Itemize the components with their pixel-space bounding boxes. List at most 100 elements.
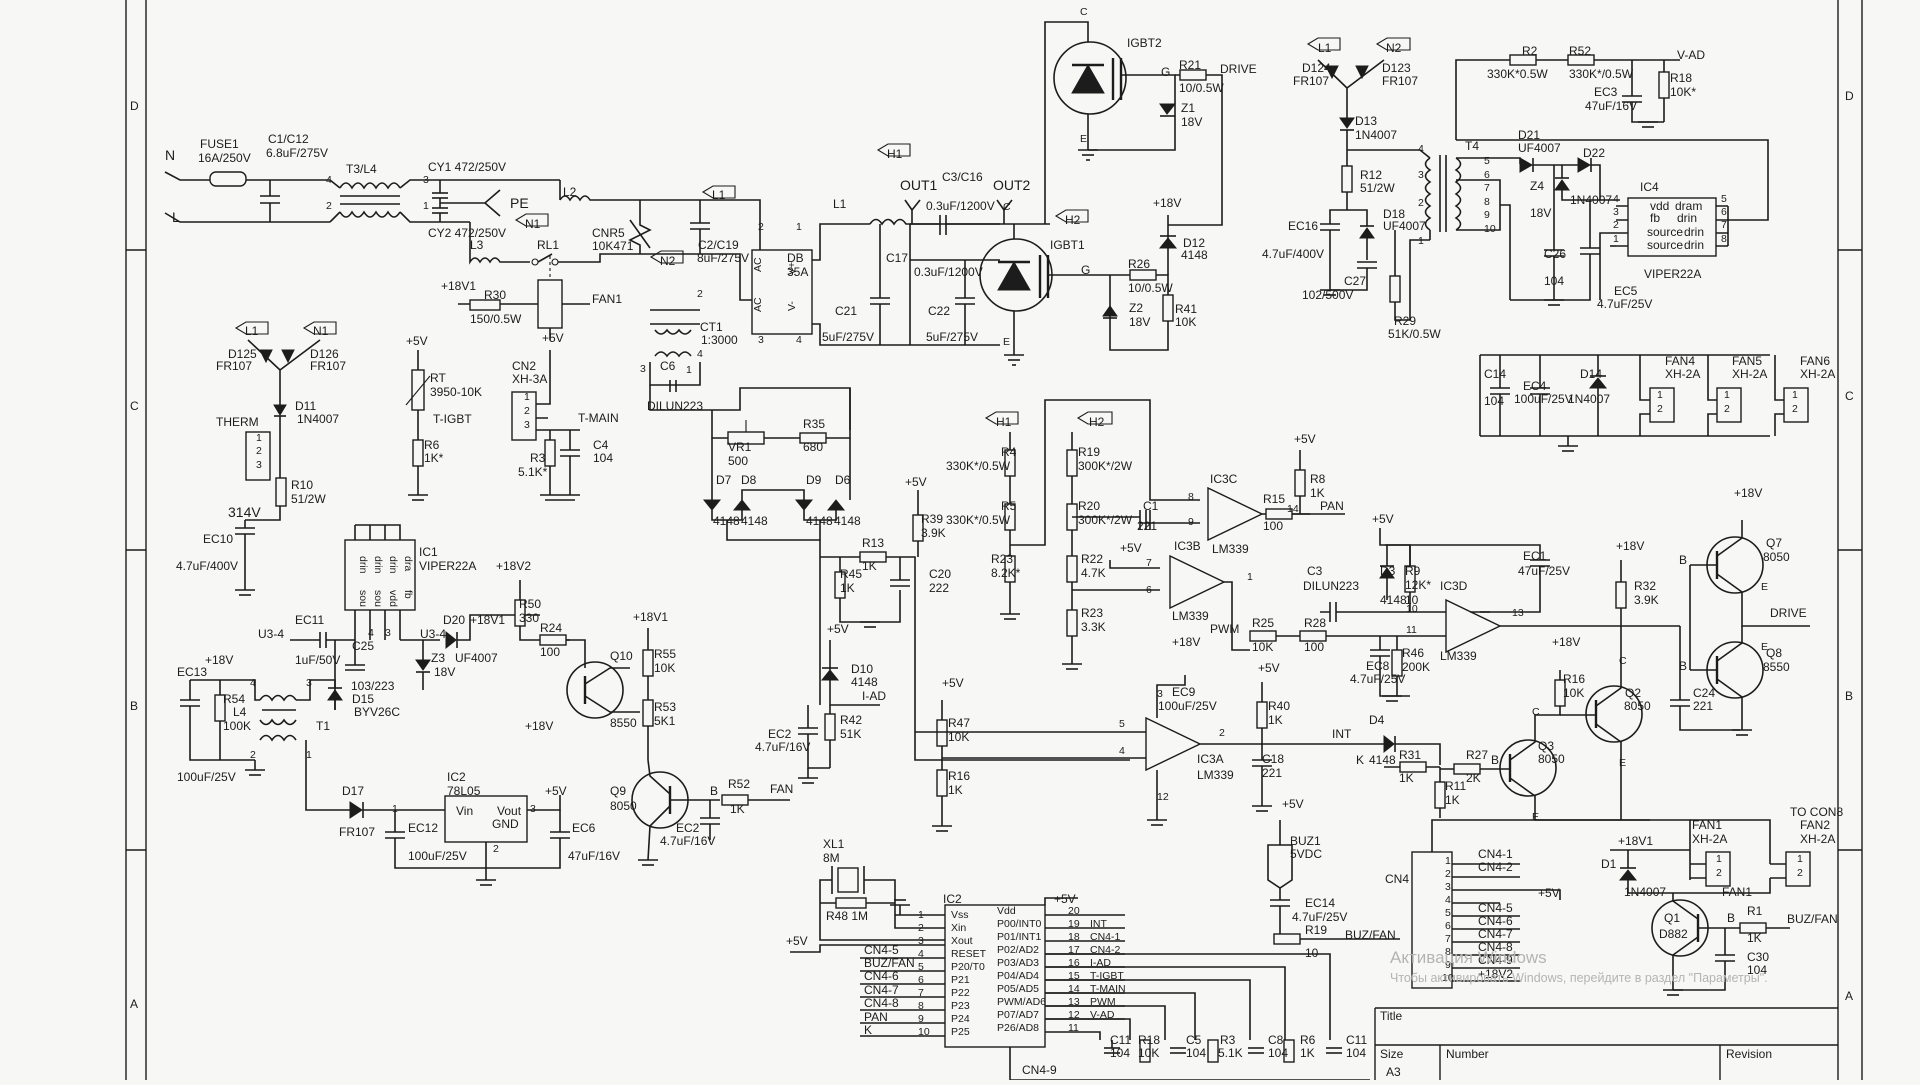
pin-number: 2 [1418, 197, 1424, 209]
component-label: R22 [1081, 552, 1103, 566]
component-label: 47uF/16V [1585, 99, 1637, 113]
component-label: CY2 472/250V [428, 226, 506, 240]
ic2-signal-label: T-IGBT [1090, 970, 1124, 982]
component-label: 104 [1747, 963, 1767, 977]
component-label: 51/2W [291, 492, 326, 506]
windows-activation-watermark: Активация Windows Чтобы активировать Win… [1390, 948, 1910, 985]
component-label: R50 [519, 597, 541, 611]
component-label: VIPER22A [1644, 267, 1701, 281]
component-label: XH-2A [1665, 367, 1700, 381]
ic2-pin-name: Xout [951, 935, 973, 947]
ic2-pin-number: 20 [1068, 905, 1080, 917]
component-label: 10K471 [592, 239, 634, 253]
component-label: LM339 [1197, 768, 1234, 782]
component-label: 1K [862, 559, 877, 573]
component-label: D125 [228, 347, 257, 361]
component-label: 1K [840, 581, 855, 595]
component-label: EC3 [1594, 85, 1618, 99]
component-label: 330K*/0.5W [946, 513, 1011, 527]
pin-number: 1 [1418, 235, 1424, 247]
component-label: EC9 [1172, 685, 1196, 699]
component-label: R45 [840, 567, 862, 581]
ic2-pin-name: P20/T0 [951, 961, 985, 973]
component-label: THERM [216, 415, 259, 429]
component-label: 2K [1466, 771, 1481, 785]
component-label: 1K [1445, 793, 1460, 807]
component-label: IC4 [1640, 180, 1659, 194]
component-label: D22 [1583, 146, 1605, 160]
component-label: K [1356, 753, 1364, 767]
component-label: D17 [342, 784, 364, 798]
pin-number: 2 [1792, 403, 1798, 415]
ic2-pin-number: 16 [1068, 957, 1080, 969]
pin-number: 2 [250, 749, 256, 761]
pin-number: 2 [758, 221, 764, 233]
component-label: D123 [1382, 61, 1411, 75]
component-label: CT1 [700, 320, 723, 334]
pin-number: 8 [1188, 491, 1194, 503]
pin-number: 3 [385, 627, 391, 639]
component-label: C8 [1268, 1033, 1284, 1047]
ic2-pin-number: 14 [1068, 983, 1080, 995]
component-label: 3.3K [1081, 620, 1106, 634]
component-label: FR107 [1293, 74, 1329, 88]
pin-number: C [1003, 201, 1011, 213]
ic2-pin-name: PWM/AD6 [997, 996, 1046, 1008]
pin-number: 1 [392, 803, 398, 815]
ic2-pin-number: 7 [918, 987, 924, 999]
component-label: R2 [1522, 44, 1538, 58]
pin-number: 1 [1657, 389, 1663, 401]
ic2-pin-name: P24 [951, 1013, 970, 1025]
component-label: C18 [1262, 752, 1284, 766]
component-label: UF4007 [1518, 141, 1561, 155]
component-label: CN4-8 [1478, 940, 1513, 954]
component-label: Q1 [1664, 911, 1680, 925]
ic2-pin-name: P23 [951, 1000, 970, 1012]
component-label: fb [1650, 211, 1660, 225]
wiring: AC AC V+ V- [164, 21, 1811, 1081]
watermark-title: Активация Windows [1390, 948, 1547, 967]
ic2-pin-name: RESET [951, 948, 987, 960]
component-label: R21 [1179, 58, 1201, 72]
component-label: C2/C19 [698, 238, 739, 252]
component-label: LM339 [1172, 609, 1209, 623]
ic1-pin-name: drin [357, 556, 369, 574]
component-label: R32 [1634, 579, 1656, 593]
component-label: 1N4007 [1355, 128, 1397, 142]
component-label: 4148 [713, 514, 740, 528]
component-label: 47uF/16V [568, 849, 620, 863]
component-label: K [864, 1023, 872, 1037]
pin-number: 11 [1406, 624, 1417, 636]
component-label: +18V1 [1618, 834, 1653, 848]
ic2-pin-name: P26/AD8 [997, 1022, 1039, 1034]
ic1-pin-name: vdd [387, 590, 399, 607]
component-label: T-IGBT [433, 412, 472, 426]
component-label: D12 [1183, 236, 1205, 250]
component-label: CN4-1 [1478, 847, 1513, 861]
component-label: 10 [1405, 593, 1419, 607]
component-label: BUZ/FAN [1345, 928, 1396, 942]
component-label: R23 [991, 552, 1013, 566]
component-label: 8050 [1763, 550, 1790, 564]
component-label: R20 [1078, 499, 1100, 513]
component-label: R1 [1747, 904, 1763, 918]
pin-number: 9 [1484, 209, 1490, 221]
component-label: FR107 [216, 359, 252, 373]
component-label: R6 [1300, 1033, 1316, 1047]
component-label: R31 [1399, 748, 1421, 762]
pin-number: 2 [1797, 867, 1803, 879]
component-label: R4 [1001, 445, 1017, 459]
component-label: Z4 [1530, 179, 1544, 193]
pin-number: 2 [1724, 403, 1730, 415]
pin-number: 4 [326, 174, 332, 186]
component-label: L4 [233, 705, 247, 719]
component-label: T3/L4 [346, 162, 377, 176]
component-label: 10K [1563, 686, 1584, 700]
component-label: PAN [864, 1010, 888, 1024]
component-label: +18V1 [470, 613, 505, 627]
component-label: 3950-10K [430, 385, 482, 399]
component-label: D882 [1659, 927, 1688, 941]
component-label: 51/2W [1360, 181, 1395, 195]
ic2-pin-name: P03/AD3 [997, 957, 1039, 969]
component-label: FAN [770, 782, 793, 796]
